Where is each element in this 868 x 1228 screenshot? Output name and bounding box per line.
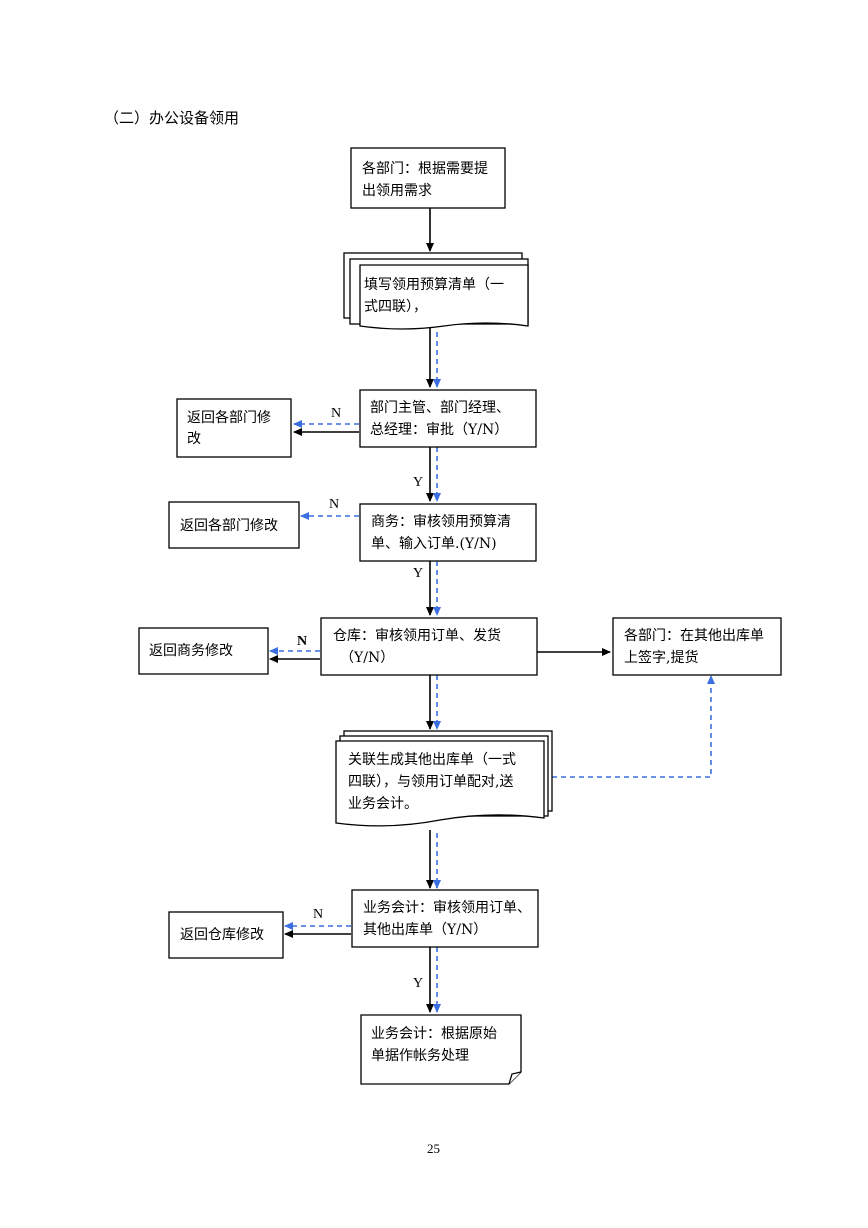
node-dept-sign-line-1: 各部门：在其他出库单 (624, 628, 764, 644)
label-no-1: N (331, 406, 341, 421)
node-outbound-line-2: 四联），与领用订单配对,送 (348, 774, 513, 790)
node-return-1: 返回各部门修 改 (176, 398, 292, 458)
page-number: 25 (427, 1141, 440, 1156)
node-return-1-line-1: 返回各部门修 (187, 410, 271, 426)
node-request-line-1: 各部门：根据需要提 (362, 161, 488, 177)
node-request-line-2: 出领用需求 (362, 183, 432, 199)
label-yes-3: Y (413, 976, 423, 991)
dashed-arrow-outbound-to-dept-sign (552, 675, 715, 778)
node-return-1-line-2: 改 (187, 431, 201, 447)
node-fill-form-line-1: 填写领用预算清单（一 (364, 277, 504, 293)
node-business-review: 商务：审核领用预算清 单、输入订单.(Y/N) (359, 503, 537, 562)
node-return-4: 返回仓库修改 (168, 911, 284, 959)
node-warehouse-line-2: （Y/N） (340, 650, 394, 666)
node-return-2: 返回各部门修改 (168, 501, 300, 549)
node-return-2-line-1: 返回各部门修改 (180, 518, 278, 534)
node-dept-sign-line-2: 上签字,提货 (624, 649, 698, 666)
node-outbound-line-1: 关联生成其他出库单（一式 (348, 752, 516, 768)
node-accountant-process-line-2: 单据作帐务处理 (371, 1048, 469, 1064)
node-return-4-line-1: 返回仓库修改 (180, 927, 264, 943)
node-accountant-process-line-1: 业务会计：根据原始 (371, 1026, 497, 1042)
node-fill-form-line-2: 式四联）， (364, 299, 427, 315)
node-manager-approve: 部门主管、部门经理、 总经理：审批（Y/N） (359, 389, 537, 448)
label-yes-2: Y (413, 566, 423, 581)
node-dept-sign: 各部门：在其他出库单 上签字,提货 (612, 617, 782, 676)
label-no-3: N (297, 634, 307, 649)
node-outbound-line-3: 业务会计。 (348, 796, 418, 812)
node-business-line-2: 单、输入订单.(Y/N) (371, 536, 497, 552)
node-warehouse: 仓库：审核领用订单、发货 （Y/N） (320, 617, 538, 676)
section-heading: （二）办公设备领用 (104, 109, 239, 127)
node-request: 各部门：根据需要提 出领用需求 (350, 147, 506, 209)
node-accountant-review-line-2: 其他出库单（Y/N） (363, 922, 487, 938)
node-warehouse-line-1: 仓库：审核领用订单、发货 (333, 627, 501, 644)
node-accountant-review-line-1: 业务会计：审核领用订单、 (363, 900, 531, 916)
node-accountant-process: 业务会计：根据原始 单据作帐务处理 (360, 1014, 522, 1085)
node-return-3: 返回商务修改 (138, 627, 269, 675)
node-return-3-line-1: 返回商务修改 (149, 643, 233, 659)
node-accountant-review: 业务会计：审核领用订单、 其他出库单（Y/N） (351, 889, 539, 948)
node-fill-form: 填写领用预算清单（一 式四联）， (343, 252, 529, 330)
label-no-4: N (313, 907, 323, 922)
node-outbound-doc: 关联生成其他出库单（一式 四联），与领用订单配对,送 业务会计。 (335, 730, 553, 827)
label-yes-1: Y (413, 475, 423, 490)
node-manager-line-1: 部门主管、部门经理、 (370, 400, 510, 416)
node-manager-line-2: 总经理：审批（Y/N） (370, 422, 508, 438)
label-no-2: N (329, 497, 339, 512)
node-business-line-1: 商务：审核领用预算清 (371, 514, 511, 530)
